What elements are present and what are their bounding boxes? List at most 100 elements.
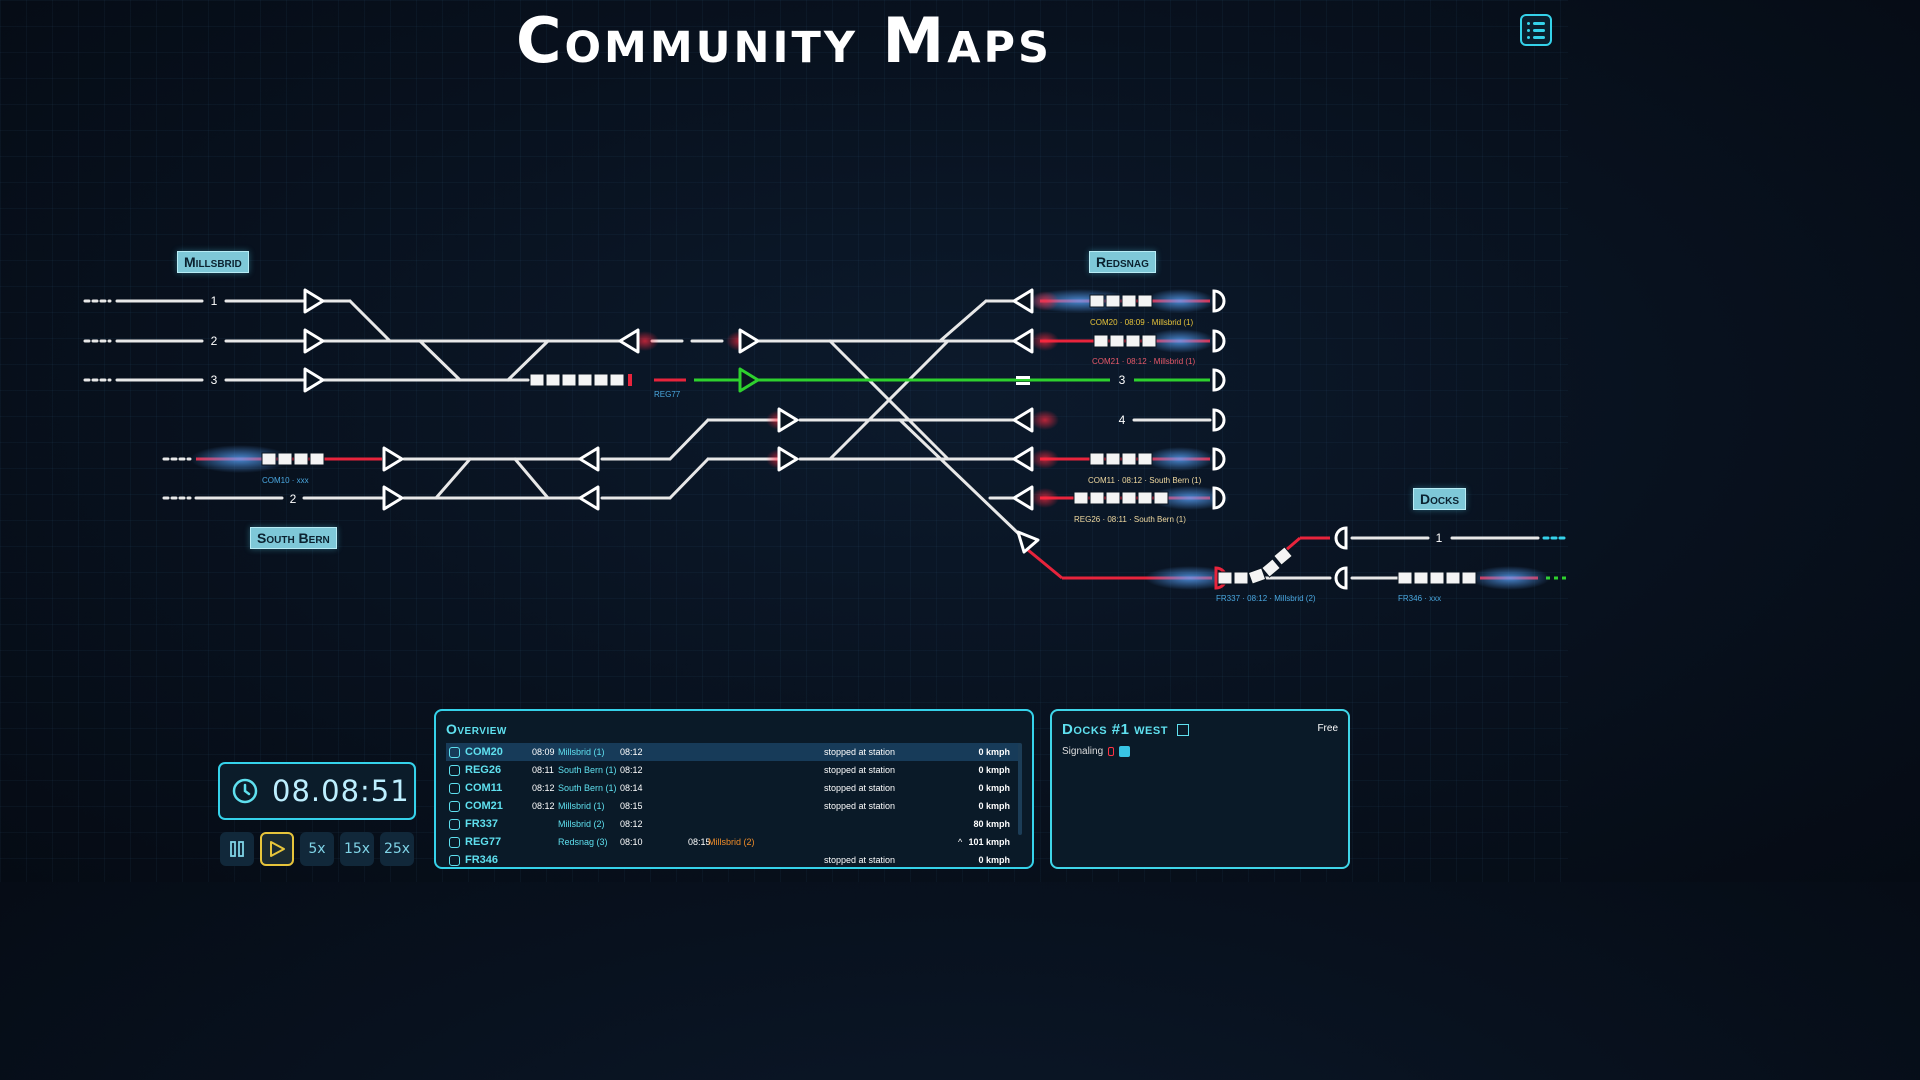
train-reg26 [1073,491,1169,505]
train-tail-light [628,374,632,386]
train-id: REG77 [465,836,502,848]
train-icon [449,764,460,776]
train-status: ^ [958,837,963,847]
train-fr337 [1217,546,1293,585]
arrival-time: 08:12 [620,765,643,775]
buffer-stop-icon [1212,329,1226,353]
station-label-docks[interactable]: Docks [1413,488,1467,510]
train-icon [449,746,460,758]
train-com20 [1089,294,1153,308]
train-label: COM11 · 08:12 · South Bern (1) [1088,476,1202,485]
buffer-stop-icon [1212,408,1226,432]
track-number-label: 2 [290,492,297,506]
train-label: REG26 · 08:11 · South Bern (1) [1074,515,1186,524]
train-status: stopped at station [824,747,896,757]
docks-panel: Docks #1 west Free Signaling [1050,709,1350,869]
train-icon [449,818,460,830]
buffer-stop-icon [1334,566,1348,590]
docks-state: Free [1317,723,1338,734]
rail-map[interactable]: 1 2 3 3 4 2 1 COM20 · 08:09 · Millsbrid … [0,0,1568,700]
signal-icon [303,288,325,314]
train-id: COM11 [465,782,503,794]
signal-icon [1012,485,1034,511]
game-clock: 08.08:51 [218,762,416,820]
departure-time: 08:12 [532,801,555,811]
docks-panel-title-text: Docks #1 west [1062,721,1168,738]
buffer-stops [1212,289,1348,590]
departure-time: 08:12 [532,783,555,793]
edit-icon[interactable] [1176,724,1189,737]
track-number-label: 3 [211,373,218,387]
train-label: COM10 · xxx [262,476,309,485]
signal-icon [1012,288,1034,314]
signaling-row: Signaling [1062,746,1131,757]
train-icon [449,800,460,812]
speed-25x-button[interactable]: 25x [380,832,414,866]
overview-scrollbar[interactable] [1018,743,1022,835]
station-name: Redsnag (3) [558,837,608,847]
switch-marker [1016,376,1030,379]
overview-row[interactable]: FR346 stopped at station 0 kmph [446,851,1020,867]
refresh-icon[interactable] [1119,746,1131,757]
pause-button[interactable] [220,832,254,866]
speed-15x-button[interactable]: 15x [340,832,374,866]
buffer-stop-icon [1212,289,1226,313]
arrival-time: 08:15 [620,801,643,811]
menu-list-icon[interactable] [1520,14,1552,46]
signal-icon [777,407,799,433]
signal-icon [578,446,600,472]
train-label: COM21 · 08:12 · Millsbrid (1) [1092,357,1195,366]
train-fr346 [1397,571,1477,585]
track-number-label: 3 [1119,373,1126,387]
train-speed: 101 kmph [968,837,1010,847]
station-label-south-bern[interactable]: South Bern [250,527,337,549]
train-speed: 0 kmph [978,747,1010,757]
signal-red-icon [1108,747,1115,756]
signal-green-icon[interactable] [738,367,760,393]
train-id: COM20 [465,746,503,758]
clock-time: 08.08:51 [272,774,410,808]
signal-icon [1012,407,1034,433]
train-status: stopped at station [824,801,896,811]
station-label-redsnag[interactable]: Redsnag [1089,251,1156,273]
buffer-stop-icon [1334,526,1348,550]
station-label-millsbrid[interactable]: Millsbrid [177,251,249,273]
train-id: FR337 [465,818,499,830]
trains[interactable] [261,294,1477,585]
signal-icon [1012,446,1034,472]
buffer-stop-icon [1212,368,1226,392]
signals[interactable] [303,288,1040,554]
train-label: FR346 · xxx [1398,594,1441,603]
track-number-label: 1 [1436,531,1443,545]
signal-icon [777,446,799,472]
train-com10 [261,452,325,466]
signal-icon [618,328,640,354]
train-status: stopped at station [824,783,896,793]
departure-time: 08:09 [532,747,555,757]
train-id: COM21 [465,800,503,812]
train-status: stopped at station [824,855,896,865]
train-icon [449,782,460,794]
speed-controls: 5x 15x 25x [220,832,414,866]
track-network [83,299,1568,580]
pause-icon [230,841,244,857]
train-status: stopped at station [824,765,896,775]
track-number-label: 1 [211,294,218,308]
arrival-time: 08:12 [620,747,643,757]
next-station: Millsbrid (2) [708,837,755,847]
speed-5x-button[interactable]: 5x [300,832,334,866]
station-name: Millsbrid (2) [558,819,605,829]
play-button[interactable] [260,832,294,866]
station-name: Millsbrid (1) [558,747,605,757]
train-speed: 0 kmph [978,783,1010,793]
train-speed: 0 kmph [978,855,1010,865]
train-id: FR346 [465,854,499,866]
signal-icon [382,485,404,511]
